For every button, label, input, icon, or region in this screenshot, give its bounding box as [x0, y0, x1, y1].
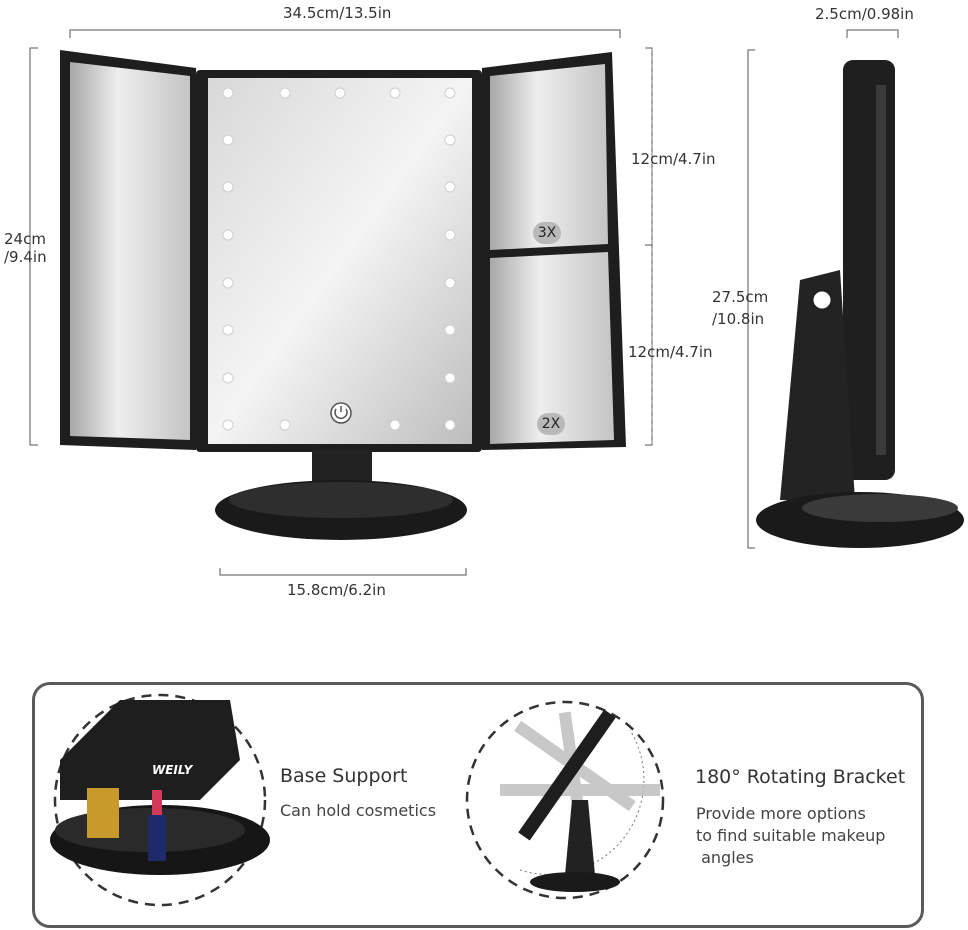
dimension-lines [29, 29, 899, 576]
total-width-label: 34.5cm/13.5in [283, 4, 392, 22]
base-support-illustration: WEILY [50, 693, 270, 907]
rotating-bracket-illustration [465, 700, 665, 900]
height-label-line2: /9.4in [4, 248, 47, 266]
feature-desc-base-support: Can hold cosmetics [280, 801, 437, 820]
mirror-base [215, 450, 467, 540]
weily-logo: WEILY [152, 763, 194, 777]
power-touch-icon [330, 402, 352, 424]
total-height-label-line2: /10.8in [712, 310, 765, 328]
features-panel [32, 682, 924, 928]
perfume-bottle [87, 788, 119, 838]
feature-title-base-support: Base Support [280, 765, 408, 787]
led-lights [222, 87, 456, 431]
right-mirror-panel [482, 52, 626, 450]
lower-panel-label: 12cm/4.7in [628, 343, 713, 361]
center-mirror [196, 70, 482, 452]
side-view [756, 60, 964, 548]
depth-label: 2.5cm/0.98in [815, 5, 914, 23]
upper-panel-label: 12cm/4.7in [631, 150, 716, 168]
total-height-label-line1: 27.5cm [712, 288, 769, 306]
height-label-line1: 24cm [4, 230, 46, 248]
base-width-label: 15.8cm/6.2in [287, 581, 386, 599]
lipstick [152, 790, 162, 820]
feature-title-rotating-bracket: 180° Rotating Bracket [695, 766, 906, 788]
left-mirror-panel [60, 50, 196, 450]
feature-desc-rotating-bracket: Provide more options to find suitable ma… [696, 804, 886, 867]
magnification-2x-badge: 2X [537, 413, 565, 435]
magnification-3x-badge: 3X [533, 222, 561, 244]
